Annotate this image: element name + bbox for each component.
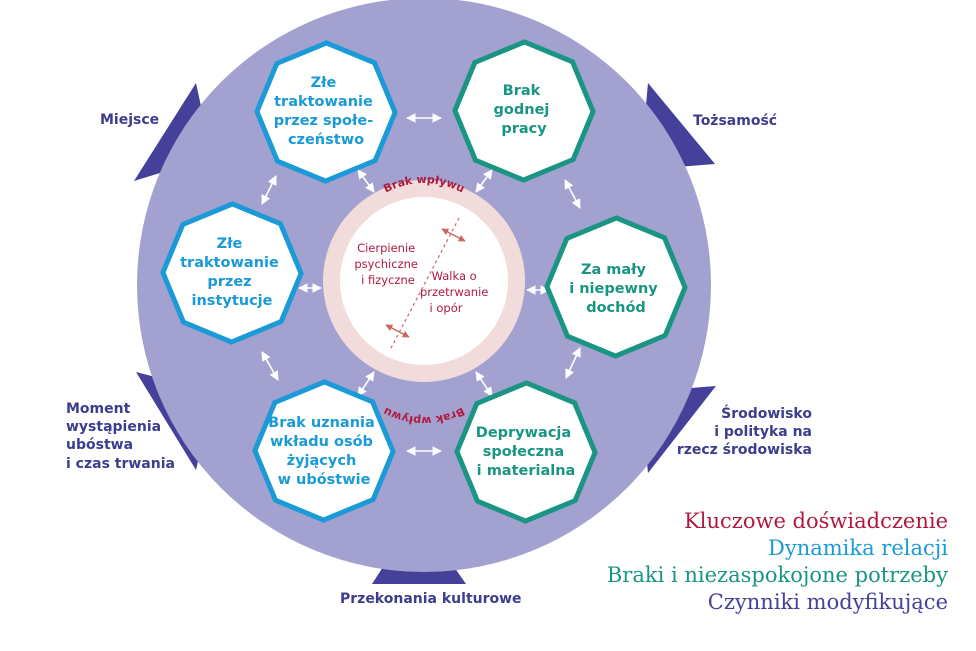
legend-relational: Dynamika relacji xyxy=(768,535,948,560)
node-label-tl: Złe traktowanie przez społe- czeństwo xyxy=(274,75,379,148)
core-left-text: Cierpienie psychiczne i fizyczne xyxy=(354,241,421,287)
octagon-br: Deprywacja społeczna i materialna xyxy=(454,380,598,524)
node-label-ml: Złe traktowanie przez instytucje xyxy=(180,236,284,309)
factor-timing-line: Moment xyxy=(66,401,131,417)
core-inner-disc xyxy=(340,197,508,365)
arrow-ml-bl xyxy=(261,351,279,381)
octagon-tl: Złe traktowanie przez społe- czeństwo xyxy=(254,40,398,184)
arrow-tr-mr xyxy=(564,179,581,209)
node-label-br: Deprywacja społeczna i materialna xyxy=(476,425,576,479)
octagon-shape xyxy=(544,215,688,359)
node-label-mr: Za mały i niepewny dochód xyxy=(569,262,663,316)
legend-needs: Braki i niezaspokojone potrzeby xyxy=(606,562,948,587)
factor-timing-line: wystąpienia xyxy=(66,419,162,436)
octagon-tr: Brak godnej pracy xyxy=(452,39,596,183)
factor-environment-line: i polityka na xyxy=(714,424,812,441)
relation-arrows xyxy=(261,113,581,456)
factor-place: Miejsce xyxy=(100,112,160,128)
octagon-shape xyxy=(252,379,396,523)
core-arrow-bottom xyxy=(385,324,410,338)
factor-identity: Tożsamość xyxy=(693,113,778,129)
factor-culture: Przekonania kulturowe xyxy=(340,591,522,607)
factor-environment-line: Środowisko xyxy=(721,406,812,422)
factor-timing: Moment wystąpienia ubóstwa i czas trwani… xyxy=(66,400,175,473)
arrow-tr-core xyxy=(475,169,493,193)
arrow-tl-core xyxy=(357,169,375,193)
factor-environment-line: rzecz środowiska xyxy=(676,442,812,459)
factor-timing-line: ubóstwa xyxy=(66,437,134,454)
node-label-tr: Brak godnej pracy xyxy=(494,83,555,137)
octagon-ml: Złe traktowanie przez instytucje xyxy=(160,201,304,345)
octagon-shape xyxy=(454,380,598,524)
octagon-mr: Za mały i niepewny dochód xyxy=(544,215,688,359)
node-label-bl: Brak uznania wkładu osób żyjących w ubós… xyxy=(268,415,380,488)
octagon-shape xyxy=(254,40,398,184)
arrow-br-core xyxy=(475,371,493,397)
legend-key-experience: Kluczowe doświadczenie xyxy=(684,509,948,533)
arrow-tl-ml xyxy=(261,175,277,205)
legend: Kluczowe doświadczenie Dynamika relacji … xyxy=(607,508,948,616)
legend-modifying: Czynniki modyfikujące xyxy=(707,589,948,614)
octagon-shape xyxy=(160,201,304,345)
arrow-mr-br xyxy=(565,347,581,379)
octagon-shape xyxy=(452,39,596,183)
octagon-bl: Brak uznania wkładu osób żyjących w ubós… xyxy=(252,379,396,523)
factor-environment: Środowisko i polityka na rzecz środowisk… xyxy=(677,405,812,460)
core-arrow-top xyxy=(441,228,466,242)
core-right-text: Walka o przetrwanie i opór xyxy=(420,269,492,315)
arrow-bl-core xyxy=(357,371,375,397)
factor-timing-line: i czas trwania xyxy=(66,455,175,472)
